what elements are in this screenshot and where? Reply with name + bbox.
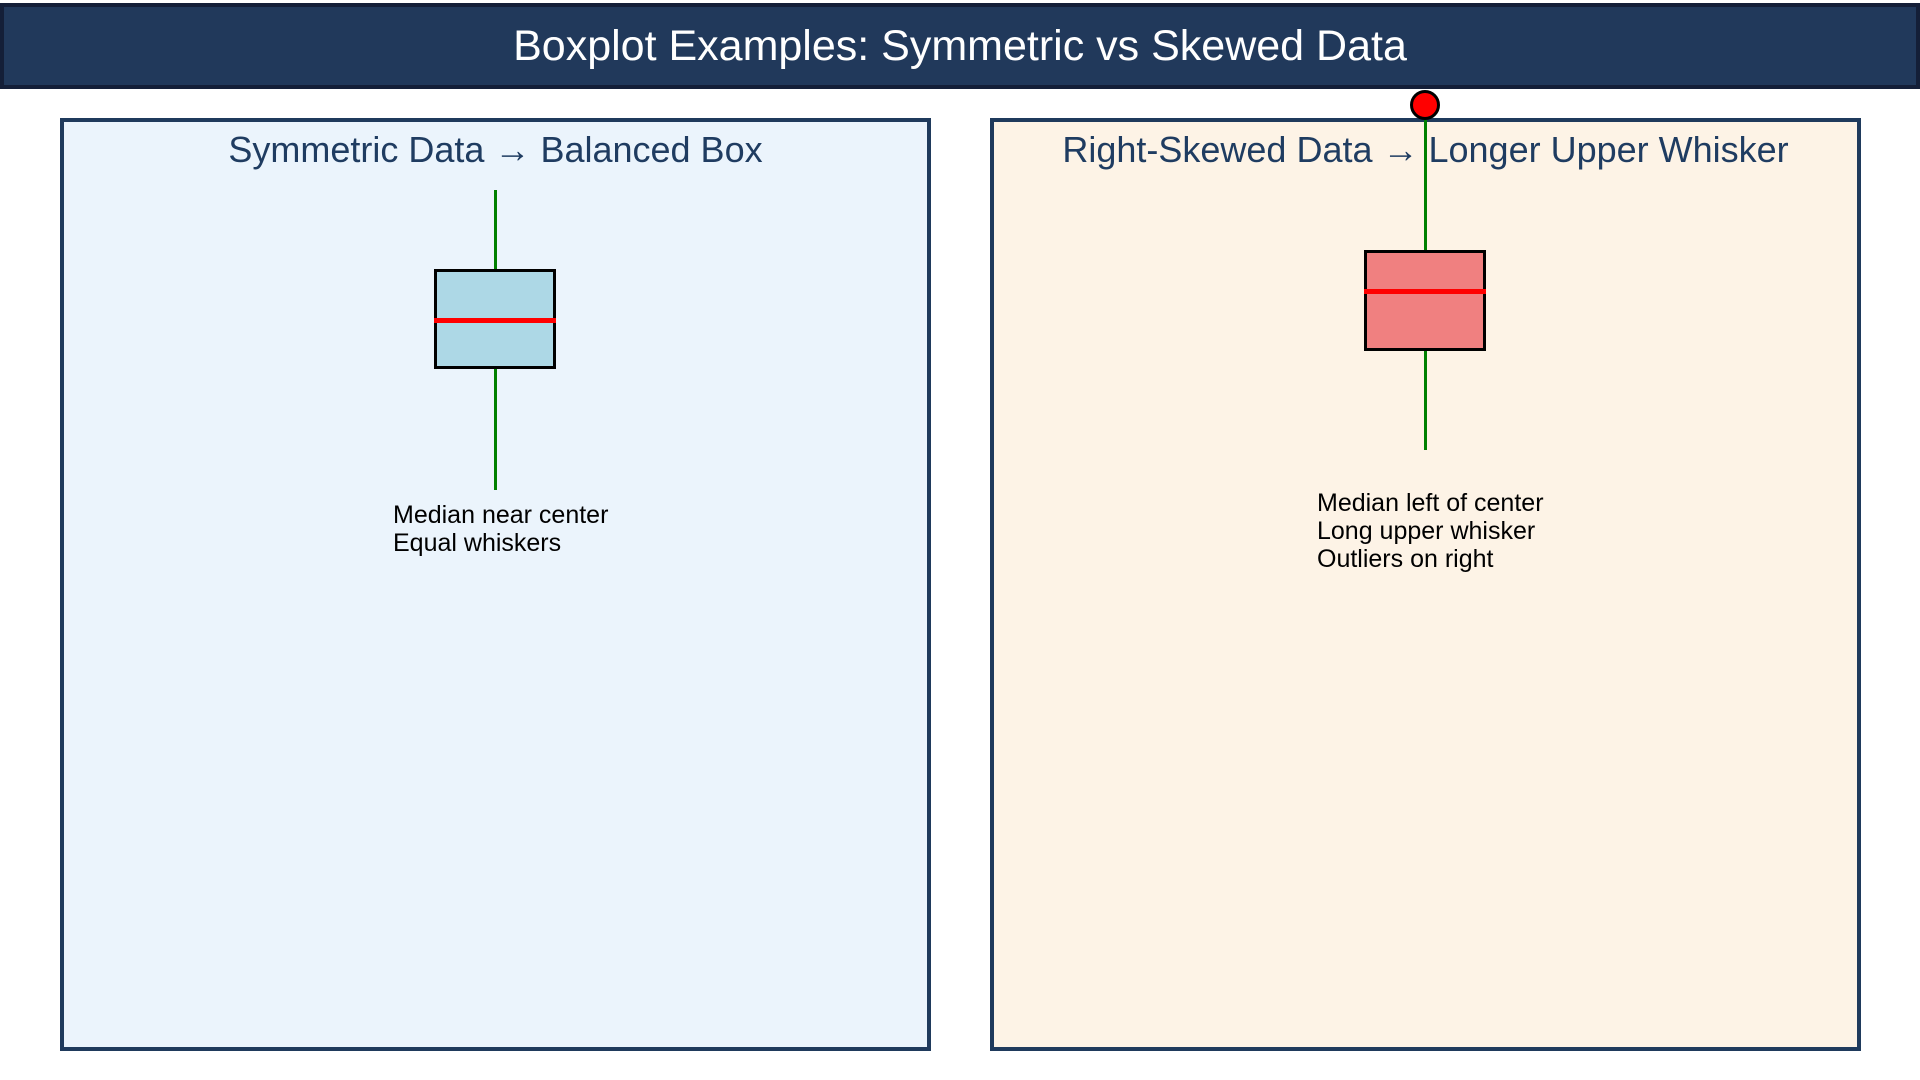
app-header: Boxplot Examples: Symmetric vs Skewed Da…: [0, 3, 1920, 89]
panel-symmetric: Symmetric Data → Balanced Box: [60, 118, 931, 1051]
outlier-point: [1410, 90, 1440, 120]
page-title: Boxplot Examples: Symmetric vs Skewed Da…: [513, 21, 1407, 70]
panel-title-right-skewed: Right-Skewed Data → Longer Upper Whisker: [1062, 129, 1789, 170]
panel-title-symmetric: Symmetric Data → Balanced Box: [228, 129, 763, 170]
panel-right-skewed: Right-Skewed Data → Longer Upper Whisker: [990, 118, 1861, 1051]
